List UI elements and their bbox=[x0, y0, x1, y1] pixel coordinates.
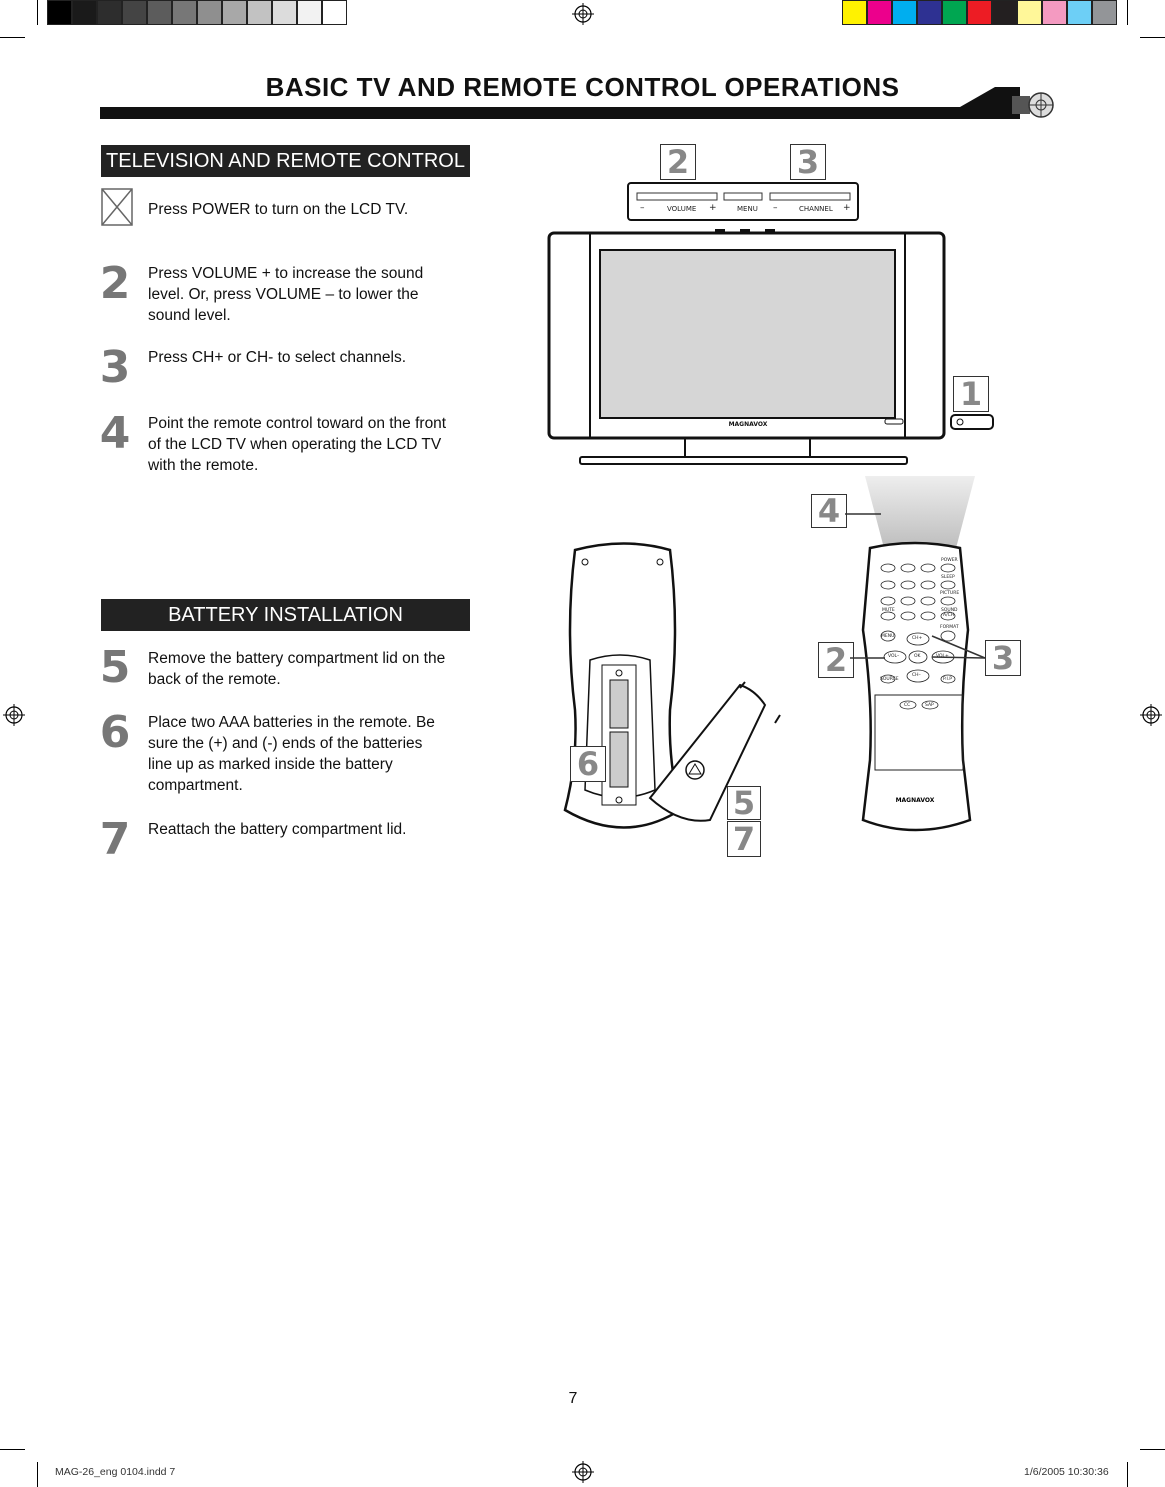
ir-beam bbox=[865, 476, 975, 552]
callout-channel: 3 bbox=[790, 144, 826, 180]
step-number: 7 bbox=[99, 814, 131, 865]
ch-plus-label: CH+ bbox=[912, 636, 923, 641]
crop-mark bbox=[1140, 1449, 1165, 1450]
step-text: Press POWER to turn on the LCD TV. bbox=[148, 201, 409, 218]
gray-swatch bbox=[197, 0, 222, 25]
gray-swatch bbox=[247, 0, 272, 25]
volume-label: VOLUME bbox=[667, 205, 697, 213]
step-number: 5 bbox=[99, 642, 131, 693]
menu-label: MENU bbox=[881, 634, 895, 639]
color-swatch bbox=[992, 0, 1017, 25]
remote-front-illustration: MAGNAVOX bbox=[861, 541, 972, 832]
tv-control-panel bbox=[627, 182, 859, 221]
callout-power: 1 bbox=[953, 376, 989, 412]
callout-remote-channel: 3 bbox=[985, 640, 1021, 676]
callout-remove-lid: 5 bbox=[727, 786, 761, 820]
step-number: 2 bbox=[99, 258, 131, 309]
remote-back-illustration bbox=[563, 542, 781, 829]
cc-label: CC bbox=[904, 703, 911, 708]
format-label: FORMAT bbox=[940, 625, 959, 630]
power-button-icon bbox=[950, 414, 994, 430]
page-title: BASIC TV AND REMOTE CONTROL OPERATIONS bbox=[265, 72, 900, 102]
gray-swatch bbox=[272, 0, 297, 25]
antenna-icon bbox=[1012, 92, 1054, 118]
color-swatch bbox=[942, 0, 967, 25]
step-1-image-placeholder-icon bbox=[101, 188, 133, 226]
color-swatch bbox=[1092, 0, 1117, 25]
step-text: Point the remote control toward on the f… bbox=[148, 415, 447, 474]
sap-label: SAP bbox=[925, 703, 934, 708]
source-label: SOURCE bbox=[880, 677, 899, 682]
registration-mark-icon bbox=[1140, 704, 1162, 726]
gray-swatch bbox=[222, 0, 247, 25]
step-number: 3 bbox=[99, 342, 131, 393]
ok-label: OK bbox=[914, 654, 921, 659]
menu-label: MENU bbox=[737, 205, 758, 213]
pip-label: P.I.P bbox=[943, 677, 952, 682]
color-swatch bbox=[892, 0, 917, 25]
step-text: Remove the battery compartment lid on th… bbox=[148, 650, 446, 688]
callout-point-remote: 4 bbox=[811, 494, 847, 528]
registration-mark-icon bbox=[3, 704, 25, 726]
mute-label: MUTE bbox=[882, 608, 895, 613]
remote-brand-logo: MAGNAVOX bbox=[896, 797, 935, 804]
volume-minus-button: – bbox=[640, 203, 645, 213]
gray-swatch bbox=[122, 0, 147, 25]
lcd-tv-illustration bbox=[547, 229, 946, 465]
gray-swatch bbox=[97, 0, 122, 25]
crop-mark bbox=[0, 37, 25, 38]
callout-remote-volume: 2 bbox=[818, 642, 854, 678]
footer-timestamp: 1/6/2005 10:30:36 bbox=[1024, 1466, 1109, 1478]
step-text: Place two AAA batteries in the remote. B… bbox=[148, 714, 435, 794]
callout-leader-line bbox=[845, 513, 881, 515]
callout-batteries: 6 bbox=[570, 746, 606, 782]
callout-leader-lines bbox=[850, 635, 986, 659]
footer-filename: MAG-26_eng 0104.indd 7 bbox=[55, 1466, 176, 1478]
volume-plus-button: + bbox=[709, 203, 717, 213]
gray-swatch bbox=[72, 0, 97, 25]
sleep-label: SLEEP bbox=[941, 575, 955, 580]
step-number: 4 bbox=[99, 408, 131, 459]
section-header-battery: BATTERY INSTALLATION bbox=[101, 599, 470, 631]
callout-volume: 2 bbox=[660, 144, 696, 180]
step-text: Press VOLUME + to increase the sound lev… bbox=[148, 265, 424, 324]
section-header-tv-remote: TELEVISION AND REMOTE CONTROL bbox=[101, 145, 470, 177]
color-swatch bbox=[967, 0, 992, 25]
channel-minus-button: – bbox=[773, 203, 778, 213]
color-swatch bbox=[1017, 0, 1042, 25]
acr-label: A/CH bbox=[943, 613, 955, 618]
gray-swatch bbox=[47, 0, 72, 25]
channel-label: CHANNEL bbox=[799, 205, 833, 213]
color-swatch bbox=[842, 0, 867, 25]
crop-mark bbox=[0, 1449, 25, 1450]
vol-minus-label: VOL– bbox=[888, 654, 900, 659]
gray-swatch bbox=[172, 0, 197, 25]
color-swatch bbox=[1042, 0, 1067, 25]
step-number: 6 bbox=[99, 707, 131, 758]
page-number: 7 bbox=[568, 1390, 578, 1407]
ch-minus-label: CH– bbox=[912, 673, 921, 678]
crop-mark bbox=[37, 0, 38, 25]
crop-mark bbox=[1140, 37, 1165, 38]
crop-mark bbox=[1127, 0, 1128, 25]
color-swatch bbox=[867, 0, 892, 25]
tv-brand-logo: MAGNAVOX bbox=[728, 421, 768, 428]
gray-swatch bbox=[322, 0, 347, 25]
crop-mark bbox=[1127, 1462, 1128, 1487]
crop-mark bbox=[37, 1462, 38, 1487]
callout-attach-lid: 7 bbox=[727, 821, 761, 857]
color-swatch bbox=[917, 0, 942, 25]
gray-swatch bbox=[297, 0, 322, 25]
gray-swatch bbox=[147, 0, 172, 25]
step-text: Reattach the battery compartment lid. bbox=[148, 821, 407, 838]
picture-label: PICTURE bbox=[940, 591, 960, 596]
color-swatch bbox=[1067, 0, 1092, 25]
registration-mark-icon bbox=[572, 1461, 594, 1483]
power-label: POWER bbox=[941, 558, 958, 563]
sound-label: SOUND bbox=[941, 608, 958, 613]
step-text: Press CH+ or CH- to select channels. bbox=[148, 349, 406, 366]
registration-mark-icon bbox=[572, 3, 594, 25]
title-rule bbox=[100, 87, 1020, 119]
channel-plus-button: + bbox=[843, 203, 851, 213]
